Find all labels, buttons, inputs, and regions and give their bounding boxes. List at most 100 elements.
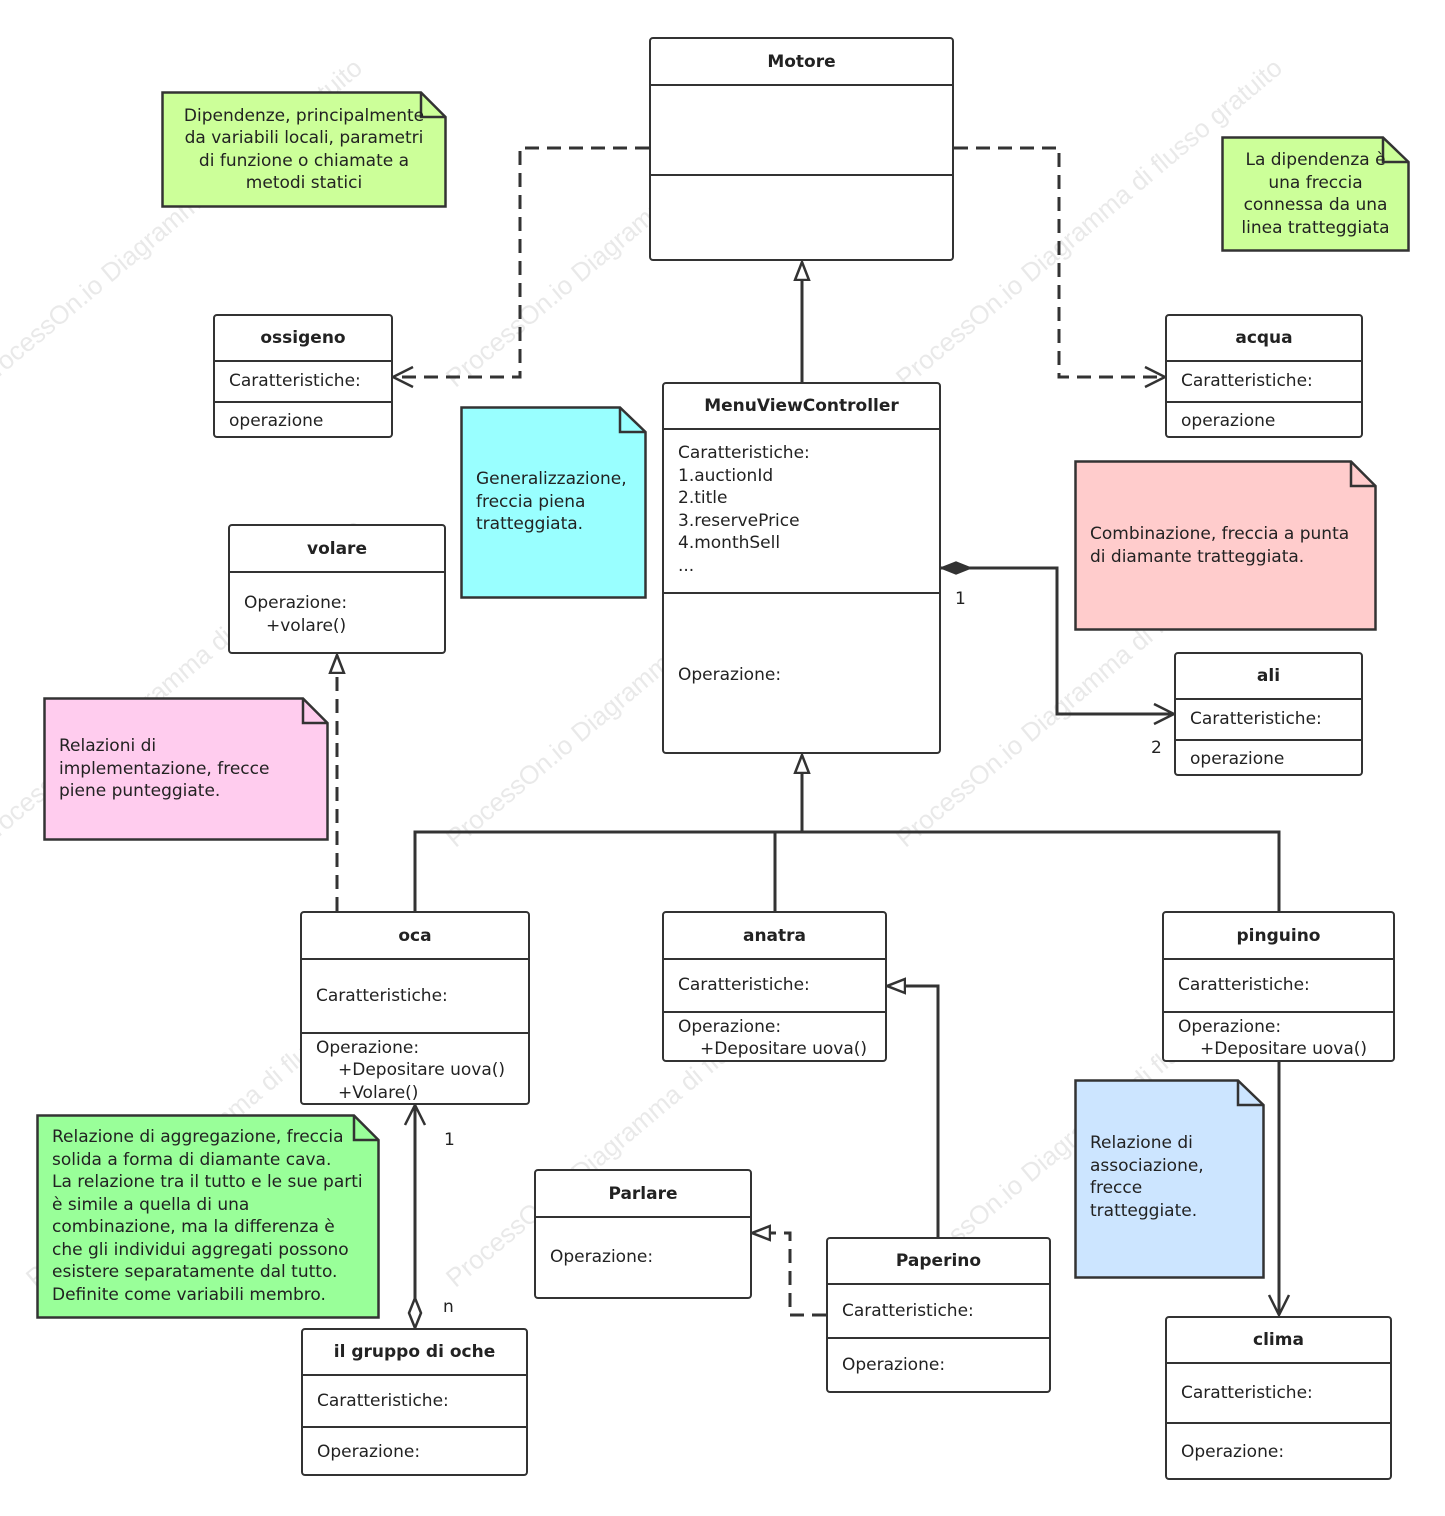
multiplicity-label: 1 <box>955 589 966 609</box>
note-generalizzazione[interactable]: Generalizzazione, freccia piena trattegg… <box>460 406 647 599</box>
multiplicity-label: 1 <box>444 1130 455 1150</box>
class-operations: Operazione: +volare() <box>230 573 444 652</box>
class-menuviewcontroller[interactable]: MenuViewController Caratteristiche: 1.au… <box>662 382 941 754</box>
class-attributes: Caratteristiche: 1.auctionId 2.title 3.r… <box>664 430 939 592</box>
generalization-tree <box>413 755 1281 911</box>
operation-item: +Volare() <box>338 1082 419 1103</box>
attributes-title: Caratteristiche: <box>678 443 810 463</box>
note-fill <box>43 697 329 841</box>
note-shape <box>1074 1079 1265 1279</box>
note-line: una freccia <box>1268 172 1363 193</box>
attribute-item: ... <box>678 555 695 576</box>
note-line: che gli individui aggregati possono <box>52 1239 349 1260</box>
generalization-paperino-anatra <box>887 986 940 1237</box>
note-shape <box>1074 460 1377 631</box>
class-name: Paperino <box>828 1239 1049 1285</box>
note-aggregazione[interactable]: Relazione di aggregazione, freccia solid… <box>36 1114 380 1319</box>
class-name: oca <box>302 913 528 960</box>
operations-title: Operazione: <box>678 1016 782 1037</box>
class-name: il gruppo di oche <box>303 1330 526 1376</box>
class-attributes: Caratteristiche: <box>1181 371 1313 392</box>
note-line: è simile a quella di una <box>52 1194 250 1215</box>
note-fill <box>36 1114 380 1319</box>
class-ossigeno[interactable]: ossigeno Caratteristiche: operazione <box>213 314 393 438</box>
note-line: piene punteggiate. <box>59 781 221 801</box>
note-line: La dipendenza è <box>1245 150 1386 170</box>
note-dipendenze[interactable]: Dipendenze, principalmente da variabili … <box>161 91 447 208</box>
class-attributes: Caratteristiche: <box>317 1390 449 1411</box>
class-operations: Operazione: <box>1167 1422 1390 1478</box>
note-line: Relazione di <box>1090 1133 1193 1153</box>
note-line: di diamante tratteggiata. <box>1090 546 1305 567</box>
note-line: Relazione di aggregazione, freccia <box>52 1127 344 1147</box>
class-name: pinguino <box>1164 913 1393 960</box>
note-line: metodi statici <box>245 173 363 193</box>
realization-paperino-parlare <box>752 1233 826 1317</box>
class-ali[interactable]: ali Caratteristiche: operazione <box>1174 652 1363 776</box>
class-operations: operazione <box>215 401 391 436</box>
class-oca[interactable]: oca Caratteristiche: Operazione: +Deposi… <box>300 911 530 1105</box>
class-anatra[interactable]: anatra Caratteristiche: Operazione: +Dep… <box>662 911 887 1062</box>
class-name: Motore <box>651 39 952 86</box>
class-pinguino[interactable]: pinguino Caratteristiche: Operazione: +D… <box>1162 911 1395 1062</box>
class-paperino[interactable]: Paperino Caratteristiche: Operazione: <box>826 1237 1051 1393</box>
class-volare[interactable]: volare Operazione: +volare() <box>228 524 446 654</box>
note-dipendenza-freccia[interactable]: La dipendenza è una freccia connessa da … <box>1221 136 1410 252</box>
class-name: volare <box>230 526 444 573</box>
operations-title: Operazione: <box>1178 1016 1282 1037</box>
note-line: esistere separatamente dal tutto. <box>52 1262 338 1282</box>
attribute-item: 3.reservePrice <box>678 510 800 531</box>
class-operations: Operazione: <box>828 1337 1049 1391</box>
class-name: clima <box>1167 1318 1390 1364</box>
class-acqua[interactable]: acqua Caratteristiche: operazione <box>1165 314 1363 438</box>
note-line: Generalizzazione, <box>476 469 627 489</box>
note-line: Dipendenze, principalmente <box>183 105 425 126</box>
note-line: Combinazione, freccia a punta <box>1090 524 1350 544</box>
note-line: Definite come variabili membro. <box>52 1284 326 1305</box>
class-operations: Operazione: +Depositare uova() +Volare() <box>302 1032 528 1103</box>
class-attributes: Caratteristiche: <box>842 1300 974 1321</box>
class-attributes: Caratteristiche: <box>1190 709 1322 730</box>
note-shape <box>43 697 329 841</box>
class-operations <box>651 174 952 259</box>
class-motore[interactable]: Motore <box>649 37 954 261</box>
class-attributes <box>651 86 952 174</box>
operations-title: Operazione: <box>244 593 348 613</box>
class-operations: Operazione: <box>550 1247 654 1267</box>
operations-title: Operazione: <box>316 1037 420 1058</box>
note-fill <box>1074 460 1377 631</box>
class-name: ossigeno <box>215 316 391 362</box>
class-operations: Operazione: <box>664 592 939 752</box>
note-line: tratteggiata. <box>476 514 584 534</box>
dependency-motore-ossigeno <box>393 146 649 377</box>
dependency-motore-acqua <box>954 146 1165 377</box>
class-attributes: Caratteristiche: <box>678 975 810 996</box>
note-line: linea tratteggiata <box>1241 217 1390 238</box>
class-parlare[interactable]: Parlare Operazione: <box>534 1169 752 1299</box>
operation-item: +Depositare uova() <box>700 1039 868 1059</box>
note-line: implementazione, frecce <box>59 758 270 779</box>
note-line: Relazioni di <box>59 736 157 756</box>
class-gruppo-di-oche[interactable]: il gruppo di oche Caratteristiche: Opera… <box>301 1328 528 1476</box>
class-attributes: Caratteristiche: <box>316 985 448 1006</box>
class-name: ali <box>1176 654 1361 700</box>
note-line: combinazione, ma la differenza è <box>52 1217 335 1237</box>
note-implementazione[interactable]: Relazioni di implementazione, frecce pie… <box>43 697 329 841</box>
note-shape <box>460 406 647 599</box>
class-name: anatra <box>664 913 885 960</box>
operation-item: +Depositare uova() <box>1200 1039 1368 1059</box>
note-combinazione[interactable]: Combinazione, freccia a punta di diamant… <box>1074 460 1377 631</box>
note-associazione[interactable]: Relazione di associazione, frecce tratte… <box>1074 1079 1265 1279</box>
note-line: da variabili locali, parametri <box>184 128 424 148</box>
class-name: MenuViewController <box>664 384 939 430</box>
class-clima[interactable]: clima Caratteristiche: Operazione: <box>1165 1316 1392 1480</box>
operation-item: +volare() <box>266 615 347 636</box>
note-line: La relazione tra il tutto e le sue parti <box>52 1172 363 1192</box>
class-attributes: Caratteristiche: <box>229 371 361 392</box>
note-shape <box>161 91 447 208</box>
class-operations: operazione <box>1167 401 1361 436</box>
class-attributes: Caratteristiche: <box>1178 975 1310 996</box>
multiplicity-label: 2 <box>1151 738 1162 758</box>
